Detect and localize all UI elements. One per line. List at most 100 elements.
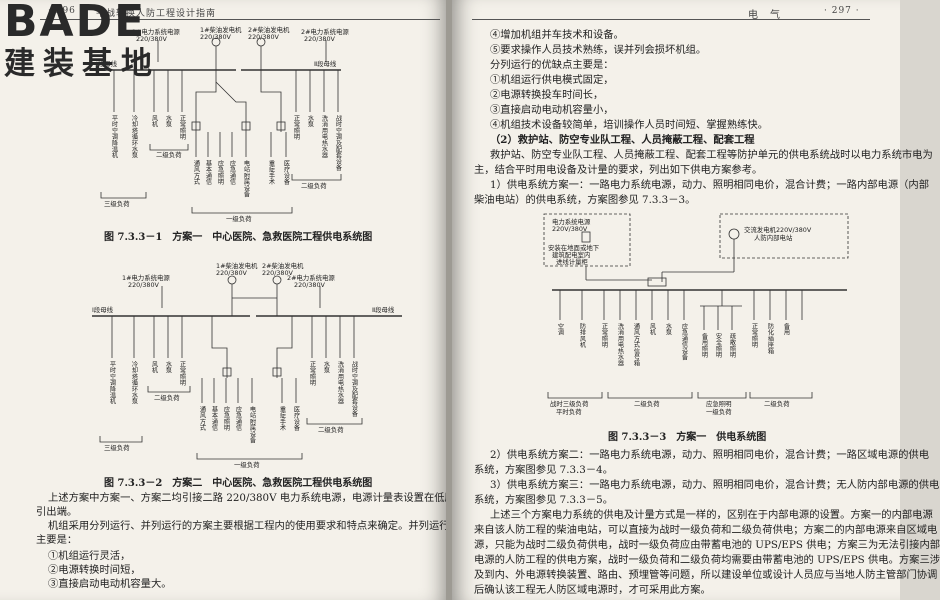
left-page-number: · 296 · — [48, 6, 84, 16]
fig2-group2b-label: 二级负荷 — [318, 425, 344, 434]
right-line-6: ③直接启动电动机容量小， — [490, 104, 614, 116]
fig1-group2b-label: 二级负荷 — [301, 181, 327, 190]
fig1-load-b: 冷却塔循环水泵 — [131, 114, 138, 158]
fig3-load-14: 备用 — [783, 322, 790, 336]
fig2-load-k: 重症手术 — [279, 405, 286, 432]
generator-icon — [728, 228, 740, 240]
right-heading-2: （2）救护站、防空专业队工程、人员掩蔽工程、配套工程 — [490, 134, 755, 146]
right-line-2: ⑤要求操作人员技术熟练，误并列会损坏机组。 — [490, 44, 707, 56]
fig1-gen1-voltage: 220/380V — [200, 33, 232, 41]
figure-7-3-3-2-caption: 图 7.3.3－2 方案二 中心医院、急救医院工程供电系统图 — [104, 478, 373, 489]
right-section-title: 电 气 — [748, 10, 781, 21]
fig2-load-e: 正常照明 — [179, 361, 186, 387]
fig3-load-10: 安全照明 — [715, 332, 722, 359]
left-para-line-2: 引出端。 — [36, 506, 78, 518]
fig1-load-f: 通风方式 — [193, 159, 200, 185]
fig2-gen2-label: 2#柴油发电机 — [262, 261, 304, 270]
fig2-load-p: 战时空调及配套设备 — [351, 360, 358, 418]
fig2-load-m: 正常照明 — [309, 361, 316, 387]
fig1-mains2-label: 2#电力系统电源 — [301, 27, 349, 36]
fig1-gen2-label: 2#柴油发电机 — [248, 25, 290, 34]
fig3-load-5: 通风方式信号箱 — [633, 322, 640, 367]
fig3-load-1: 空调 — [557, 322, 564, 336]
right-bottom-line-4: 系统，方案图参见 7.3.3－5。 — [474, 494, 613, 506]
right-page-number: · 297 · — [824, 6, 860, 16]
fig1-load-m: 正常照明 — [293, 115, 300, 141]
fig1-mains2-voltage: 220/380V — [304, 35, 336, 43]
fig2-gen2-voltage: 220/380V — [262, 269, 294, 277]
fig2-load-n: 水泵 — [323, 360, 330, 373]
fig2-load-j: 电站附属设备 — [249, 405, 256, 444]
fig3-load-7: 水泵 — [665, 322, 672, 335]
fig2-mains1-voltage: 220/380V — [128, 281, 160, 289]
figure-7-3-3-3-caption: 图 7.3.3－3 方案一 供电系统图 — [608, 432, 767, 443]
fig1-load-a: 平时空调降温机 — [111, 115, 118, 160]
fig2-load-l: 医疗设备 — [293, 406, 300, 432]
fig1-load-j: 电站附属设备 — [243, 159, 250, 198]
fig1-mains1-label: 1#电力系统电源 — [132, 27, 180, 36]
fig1-load-h: 应急照明 — [217, 159, 224, 186]
fig3-meter-note-2: 建筑配电室内 — [552, 250, 590, 259]
fig1-load-n: 水泵 — [307, 114, 314, 127]
bade-watermark-logo: BADE 建装基地 — [4, 0, 174, 85]
fig2-bus2-label: Ⅱ段母线 — [372, 305, 395, 314]
right-line-11: 1）供电系统方案一：一路电力系统电源，动力、照明相同电价，混合计费；一路内部电源… — [490, 179, 930, 191]
right-bottom-line-6: 来自该人防工程的柴油电站，可以直接为战时一级负荷和二级负荷供电；方案二的内部电源… — [474, 524, 938, 536]
figure-7-3-3-2-diagram: 1#柴油发电机 220/380V 2#柴油发电机 220/380V 1#电力系统… — [92, 261, 402, 469]
fig1-load-i: 应急通信 — [229, 159, 236, 186]
fig3-load-2: 防排风机 — [579, 322, 586, 349]
fig1-bus2-label: Ⅱ段母线 — [314, 59, 337, 68]
fig2-load-c: 风机 — [151, 361, 158, 375]
fig2-gen1-label: 1#柴油发电机 — [216, 261, 258, 270]
fig1-load-e: 正常照明 — [179, 115, 186, 141]
watermark-brand: BADE — [4, 0, 147, 47]
left-para-line-1: 上述方案中方案一、方案二均引接二路 220/380V 电力系统电源，电源计量表设… — [48, 492, 497, 504]
right-line-7: ④机组技术设备较简单，培训操作人员时间短、掌握熟练快。 — [490, 119, 769, 131]
internal-generator-box — [719, 213, 849, 259]
left-para-line-3: 机组采用分列运行、并列运行的方案主要根据工程内的使用要求和特点来确定。并列运行的… — [48, 520, 491, 532]
fig1-load-l: 医疗设备 — [283, 160, 290, 186]
fig3-load-8: 应急通信设备 — [681, 322, 688, 361]
fig2-group3-label: 三级负荷 — [104, 443, 130, 452]
fig2-load-b: 冷却塔循环水泵 — [131, 360, 138, 404]
fig2-gen1-voltage: 220/380V — [216, 269, 248, 277]
fig2-load-g: 基本通信 — [211, 405, 218, 432]
fig2-bus1-label: Ⅰ段母线 — [92, 305, 114, 314]
fig2-mains2-voltage: 220/380V — [294, 281, 326, 289]
fig1-load-c: 风机 — [151, 115, 158, 129]
right-bottom-line-9: 及到内、外电源转换装置、路由、预埋管等问题，所以建设单位或设计人员应与当地人防主… — [474, 569, 938, 581]
book-gutter — [446, 0, 454, 600]
fig1-load-d: 水泵 — [165, 114, 172, 127]
right-bottom-line-3: 3）供电系统方案三：一路电力系统电源，动力、照明相同电价，混合计费；无人防内部电… — [490, 479, 940, 491]
right-bottom-line-2: 系统，方案图参见 7.3.3－4。 — [474, 464, 613, 476]
left-running-title: 平战转换人防工程设计指南 — [96, 9, 217, 19]
fig3-load-6: 风机 — [649, 323, 656, 337]
left-list-item-3: ③直接启动电动机容量大。 — [48, 578, 172, 590]
fig2-mains1-label: 1#电力系统电源 — [122, 273, 170, 282]
fig3-group3b-label: 一级负荷 — [706, 407, 732, 416]
right-bottom-line-7: 源，只能为战时二级负荷供电，战时一级负荷应由带蓄电池的 UPS/EPS 供电；方… — [474, 539, 940, 551]
fig3-load-9: 备用照明 — [701, 332, 708, 359]
right-bottom-line-10: 后确认该工程无人防区域电源时，才可采用此方案。 — [474, 584, 711, 596]
fig1-gen1-label: 1#柴油发电机 — [200, 25, 242, 34]
fig1-group3-label: 三级负荷 — [104, 199, 130, 208]
fig2-load-d: 水泵 — [165, 360, 172, 373]
right-line-3: 分列运行的优缺点主要是： — [490, 59, 614, 71]
mains-metering-box — [543, 213, 631, 267]
fig3-group4-label: 二级负荷 — [764, 399, 790, 408]
fig3-mains-voltage: 220V/380V — [552, 225, 588, 233]
fig2-group1-label: 一级负荷 — [234, 460, 260, 469]
right-bottom-line-8: 电源的人防工程的供电方案，战时一级负荷和二级负荷均需要由带蓄电池的 UPS/EP… — [474, 554, 940, 566]
fig2-mains2-label: 2#电力系统电源 — [287, 273, 335, 282]
fig1-load-k: 重症手术 — [268, 159, 275, 186]
fig3-generator-label: 交流发电机220V/380V — [744, 225, 812, 234]
fig1-load-g: 基本通信 — [205, 159, 212, 186]
fig3-group3-label: 应急照明 — [706, 399, 732, 408]
right-line-5: ②电源转换投车时间长， — [490, 89, 604, 101]
fig2-load-i: 应急通信 — [235, 405, 242, 432]
right-line-1: ④增加机组并车技术和设备。 — [490, 29, 624, 41]
watermark-subtitle: 建装基地 — [4, 46, 160, 82]
left-page: · 296 · 平战转换人防工程设计指南 — [0, 0, 496, 600]
fig3-load-11: 疏散照明 — [729, 332, 736, 359]
